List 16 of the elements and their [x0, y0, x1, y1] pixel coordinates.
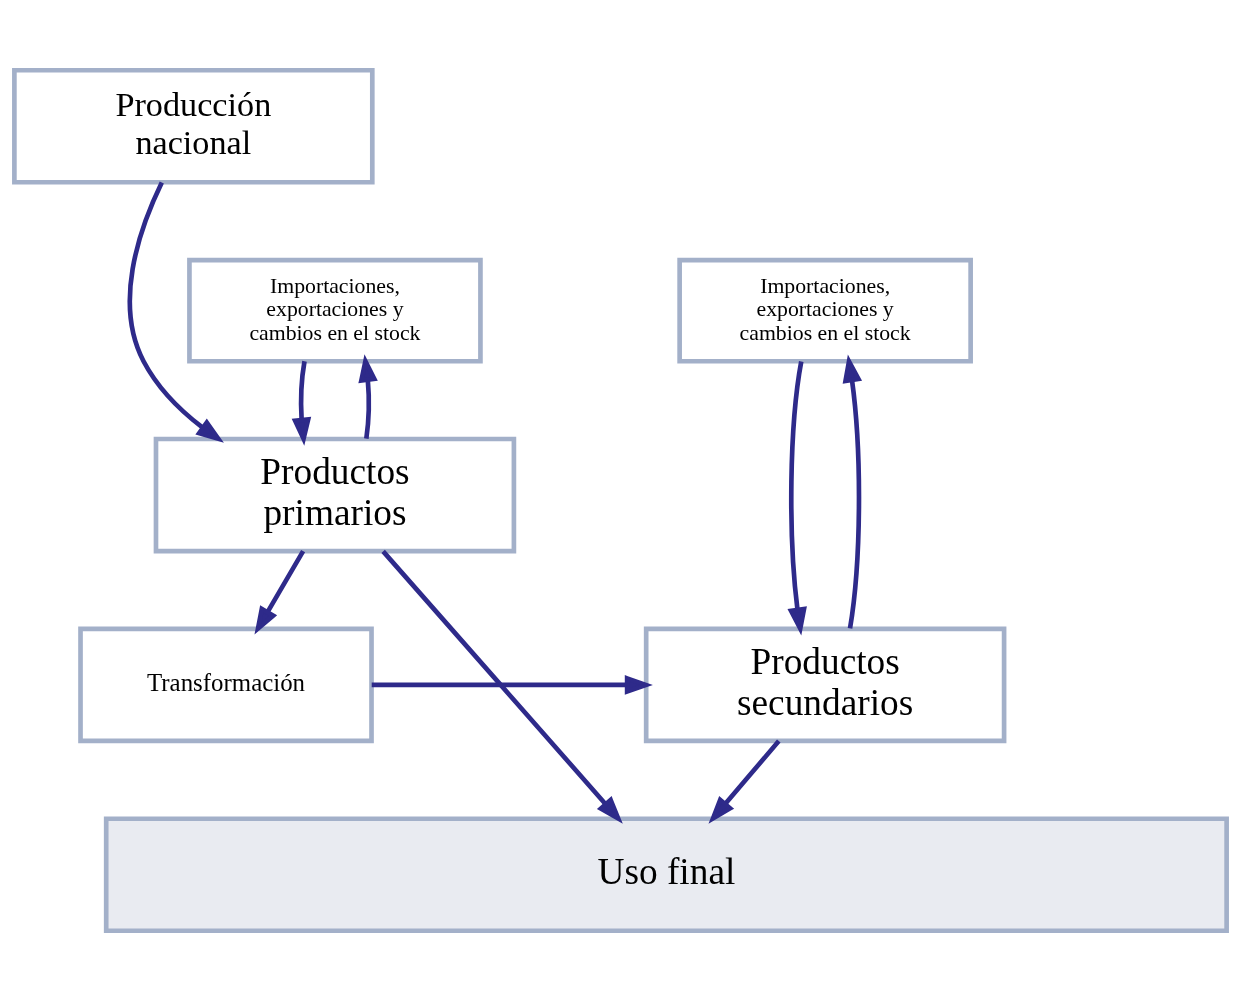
arrow	[787, 360, 807, 635]
arrow	[708, 738, 781, 824]
node-box: Productos secundarios	[643, 626, 1007, 743]
node-box: Importaciones, exportaciones y cambios en el stock	[677, 257, 973, 364]
arrow	[371, 674, 653, 695]
node-box: Importaciones, exportaciones y cambios en el stock	[187, 257, 483, 364]
arrow	[291, 360, 312, 446]
arrow	[254, 549, 306, 635]
arrow	[358, 353, 378, 439]
arrow	[127, 181, 224, 443]
node-box: Producción nacional	[12, 67, 375, 185]
arrow	[842, 354, 863, 629]
node-box: Uso final	[103, 815, 1229, 933]
arrow	[381, 549, 623, 824]
node-box: Transformación	[78, 626, 374, 743]
node-box: Productos primarios	[153, 436, 517, 553]
